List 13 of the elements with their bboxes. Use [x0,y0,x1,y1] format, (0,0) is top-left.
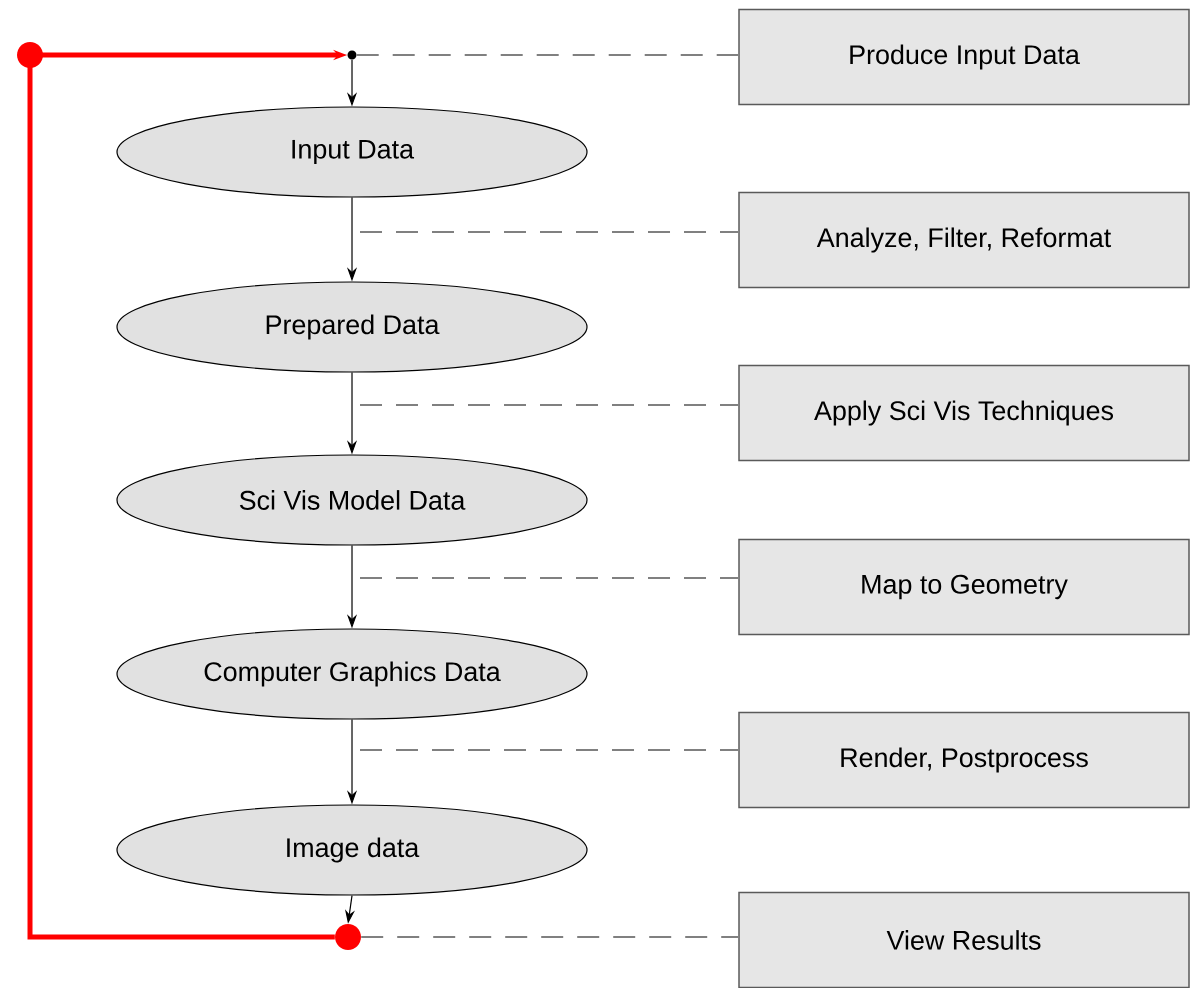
leader-line [359,231,740,233]
leader-line [359,577,740,579]
process-box: Render, Postprocess [738,711,1190,809]
junction-dot [335,924,361,950]
process-box: Produce Input Data [738,8,1190,106]
leader-line [355,54,740,56]
process-box: Map to Geometry [738,538,1190,636]
leader-line [359,404,740,406]
leader-line [359,749,740,751]
process-box: Analyze, Filter, Reformat [738,191,1190,289]
leader-line [360,936,740,938]
process-box: View Results [738,891,1190,988]
process-box: Apply Sci Vis Techniques [738,364,1190,462]
